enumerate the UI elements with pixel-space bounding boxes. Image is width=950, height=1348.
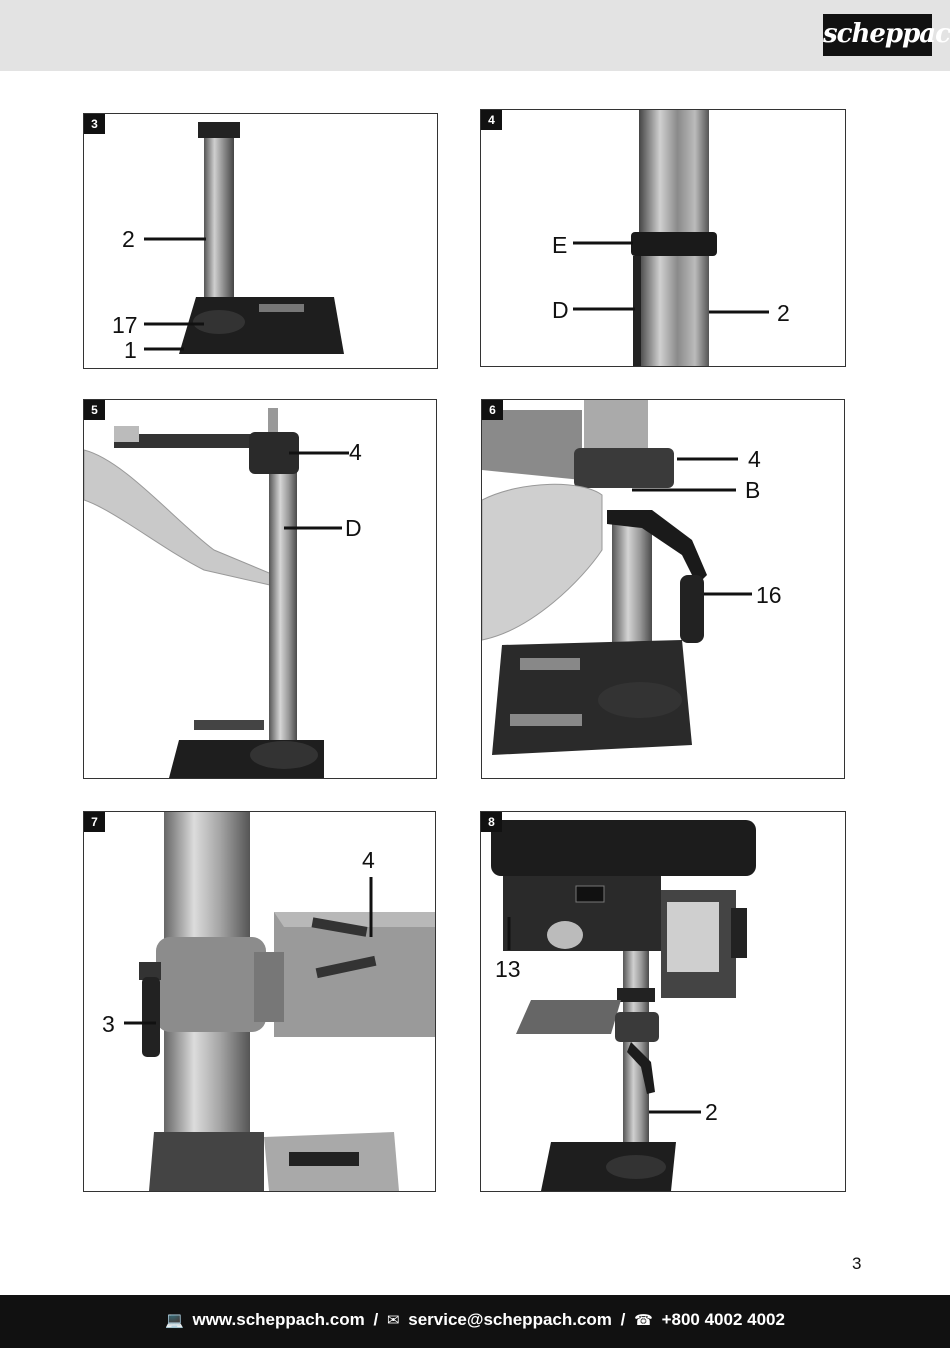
- figure-number: 8: [481, 812, 502, 832]
- figure-4: 4 E D 2: [480, 109, 846, 367]
- figure-number: 7: [84, 812, 105, 832]
- callout-17: 17: [112, 312, 138, 338]
- callout-E: E: [552, 232, 568, 258]
- callout-2: 2: [777, 300, 790, 326]
- footer-separator: /: [620, 1310, 626, 1329]
- figure-3-photo: [144, 122, 344, 354]
- footer-separator: /: [373, 1310, 379, 1329]
- footer-phone-link[interactable]: +800 4002 4002: [661, 1310, 785, 1329]
- figure-8: 8 13 2: [480, 811, 846, 1192]
- figure-4-photo: [573, 110, 769, 366]
- figure-5: 5 4 D: [83, 399, 437, 779]
- callout-D: D: [345, 515, 362, 541]
- page-number: 3: [852, 1254, 862, 1273]
- figure-number: 6: [482, 400, 503, 420]
- telephone-icon: ☎: [634, 1312, 653, 1329]
- brand-logo: scheppach: [823, 14, 950, 56]
- page-header: [0, 0, 950, 71]
- footer-email-link[interactable]: service@scheppach.com: [408, 1310, 612, 1329]
- page-footer: 💻 www.scheppach.com / ✉ service@scheppac…: [0, 1295, 950, 1348]
- figure-5-photo: [84, 408, 349, 778]
- callout-4: 4: [362, 847, 375, 873]
- callout-16: 16: [756, 582, 782, 608]
- callout-4: 4: [748, 446, 761, 472]
- figure-3: 3 2 17 1: [83, 113, 438, 369]
- figure-6: 6 4 B 16: [481, 399, 845, 779]
- computer-icon: 💻: [165, 1312, 184, 1329]
- figure-7-photo: [124, 812, 435, 1191]
- footer-website-link[interactable]: www.scheppach.com: [192, 1310, 365, 1329]
- callout-2: 2: [122, 226, 135, 252]
- figure-6-photo: [482, 400, 752, 755]
- callout-B: B: [745, 477, 761, 503]
- figure-number: 3: [84, 114, 105, 134]
- callout-2: 2: [705, 1099, 718, 1125]
- callout-4: 4: [349, 439, 362, 465]
- envelope-icon: ✉: [386, 1312, 400, 1329]
- callout-D: D: [552, 297, 569, 323]
- figure-number: 4: [481, 110, 502, 130]
- callout-1: 1: [124, 337, 137, 363]
- callout-13: 13: [495, 956, 521, 982]
- figure-8-photo: [491, 820, 756, 1191]
- callout-3: 3: [102, 1011, 115, 1037]
- figure-number: 5: [84, 400, 105, 420]
- figure-7: 7 4 3: [83, 811, 436, 1192]
